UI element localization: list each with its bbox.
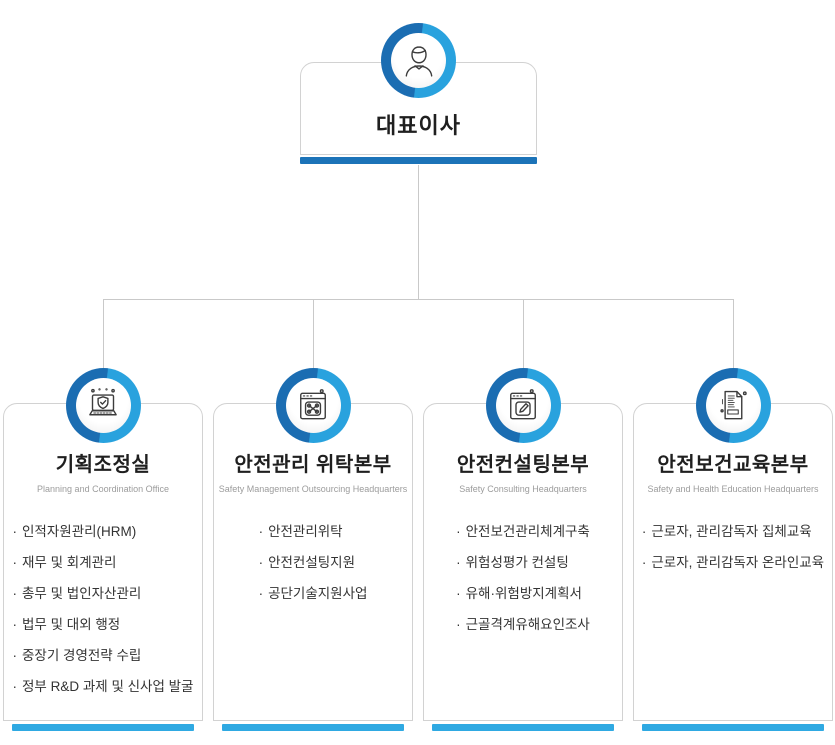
bullet-glyph: · — [12, 586, 18, 601]
duty-item: · 근로자, 관리감독자 집체교육 — [642, 525, 824, 539]
ceo-accent-bar — [300, 157, 537, 164]
duty-item: · 유해·위험방지계획서 — [456, 587, 590, 601]
bullet-glyph: · — [456, 617, 461, 632]
department-title: 안전보건교육본부 — [657, 454, 809, 476]
duty-item: · 정부 R&D 과제 및 신사업 발굴 — [13, 680, 194, 694]
duty-item-label: 안전보건관리체계구축 — [465, 524, 590, 539]
department-card-3: 안전컨설팅본부 Safety Consulting Headquarters ·… — [423, 368, 623, 731]
connector-drop-1 — [103, 299, 104, 370]
duty-item: · 안전컨설팅지원 — [259, 556, 368, 570]
duty-item-label: 근로자, 관리감독자 온라인교육 — [651, 555, 825, 570]
department-title: 안전컨설팅본부 — [456, 454, 590, 476]
duty-item: · 중장기 경영전략 수립 — [13, 649, 194, 663]
department-duty-list: · 근로자, 관리감독자 집체교육 · 근로자, 관리감독자 온라인교육 — [642, 525, 824, 587]
department-accent-bar — [12, 724, 194, 731]
bullet-glyph: · — [456, 586, 461, 601]
duty-item-label: 총무 및 법인자산관리 — [22, 586, 142, 601]
department-icon-disc — [495, 378, 551, 433]
duty-item: · 근로자, 관리감독자 온라인교육 — [642, 556, 824, 570]
bullet-glyph: · — [12, 679, 18, 694]
department-card-body: 기획조정실 Planning and Coordination Office ·… — [3, 403, 203, 721]
connector-horizontal — [103, 299, 733, 300]
duty-item-label: 근골격계유해요인조사 — [465, 617, 590, 632]
duty-item: · 안전관리위탁 — [259, 525, 368, 539]
department-icon-badge — [695, 368, 771, 443]
department-subtitle: Safety Management Outsourcing Headquarte… — [218, 484, 408, 494]
department-duty-list: · 인적자원관리(HRM) · 재무 및 회계관리 · 총무 및 법인자산관리 · 법무… — [13, 525, 194, 711]
duty-item-label: 근로자, 관리감독자 집체교육 — [651, 524, 812, 539]
duty-item: · 안전보건관리체계구축 — [456, 525, 590, 539]
department-card-body: 안전컨설팅본부 Safety Consulting Headquarters ·… — [423, 403, 623, 721]
bullet-glyph: · — [456, 524, 461, 539]
department-title: 안전관리 위탁본부 — [234, 454, 392, 476]
duty-item-label: 안전컨설팅지원 — [268, 555, 356, 570]
bullet-glyph: · — [258, 524, 264, 539]
department-icon-badge — [485, 368, 561, 443]
connector-ceo-vertical — [418, 165, 419, 299]
duty-item: · 총무 및 법인자산관리 — [13, 587, 194, 601]
connector-drop-4 — [733, 299, 734, 370]
duty-item-label: 유해·위험방지계획서 — [465, 586, 582, 601]
department-subtitle: Safety Consulting Headquarters — [459, 484, 587, 494]
bullet-glyph: · — [456, 555, 461, 570]
department-card-body: 안전관리 위탁본부 Safety Management Outsourcing … — [213, 403, 413, 721]
ceo-icon-disc — [391, 33, 446, 88]
ceo-node: 대표이사 — [300, 23, 537, 164]
person-icon — [398, 40, 440, 82]
window-pencil-icon — [502, 385, 544, 427]
duty-item-label: 인적자원관리(HRM) — [22, 524, 137, 539]
window-tools-icon — [292, 385, 334, 427]
duty-item: · 법무 및 대외 행정 — [13, 618, 194, 632]
department-card-body: 안전보건교육본부 Safety and Health Education Hea… — [633, 403, 833, 721]
duty-item: · 인적자원관리(HRM) — [13, 525, 194, 539]
bullet-glyph: · — [258, 555, 264, 570]
bullet-glyph: · — [12, 555, 18, 570]
duty-item-label: 중장기 경영전략 수립 — [22, 648, 142, 663]
duty-item: · 재무 및 회계관리 — [13, 556, 194, 570]
department-duty-list: · 안전관리위탁 · 안전컨설팅지원 · 공단기술지원사업 — [259, 525, 368, 618]
duty-item-label: 법무 및 대외 행정 — [22, 617, 121, 632]
duty-item-label: 안전관리위탁 — [268, 524, 343, 539]
duty-item: · 공단기술지원사업 — [259, 587, 368, 601]
document-icon — [712, 385, 754, 427]
department-card-4: 안전보건교육본부 Safety and Health Education Hea… — [633, 368, 833, 731]
connector-drop-3 — [523, 299, 524, 370]
laptop-shield-icon — [82, 385, 124, 427]
department-accent-bar — [432, 724, 614, 731]
department-subtitle: Planning and Coordination Office — [37, 484, 169, 494]
ceo-icon-badge — [381, 23, 456, 98]
department-icon-disc — [705, 378, 761, 433]
bullet-glyph: · — [12, 617, 18, 632]
department-card-2: 안전관리 위탁본부 Safety Management Outsourcing … — [213, 368, 413, 731]
bullet-glyph: · — [258, 586, 264, 601]
department-icon-badge — [65, 368, 141, 443]
department-icon-disc — [285, 378, 341, 433]
bullet-glyph: · — [12, 524, 18, 539]
duty-item-label: 공단기술지원사업 — [268, 586, 368, 601]
department-icon-disc — [75, 378, 131, 433]
duty-item-label: 재무 및 회계관리 — [22, 555, 117, 570]
department-accent-bar — [642, 724, 824, 731]
ceo-title: 대표이사 — [376, 112, 461, 138]
duty-item-label: 정부 R&D 과제 및 신사업 발굴 — [22, 679, 194, 694]
department-title: 기획조정실 — [55, 454, 151, 476]
department-icon-badge — [275, 368, 351, 443]
department-subtitle: Safety and Health Education Headquarters — [647, 484, 819, 494]
connector-drop-2 — [313, 299, 314, 370]
department-duty-list: · 안전보건관리체계구축 · 위험성평가 컨설팅 · 유해·위험방지계획서 · 근골격계… — [456, 525, 590, 649]
bullet-glyph: · — [641, 524, 647, 539]
department-card-1: 기획조정실 Planning and Coordination Office ·… — [3, 368, 203, 731]
duty-item-label: 위험성평가 컨설팅 — [465, 555, 569, 570]
bullet-glyph: · — [12, 648, 18, 663]
duty-item: · 근골격계유해요인조사 — [456, 618, 590, 632]
department-accent-bar — [222, 724, 404, 731]
duty-item: · 위험성평가 컨설팅 — [456, 556, 590, 570]
bullet-glyph: · — [641, 555, 647, 570]
